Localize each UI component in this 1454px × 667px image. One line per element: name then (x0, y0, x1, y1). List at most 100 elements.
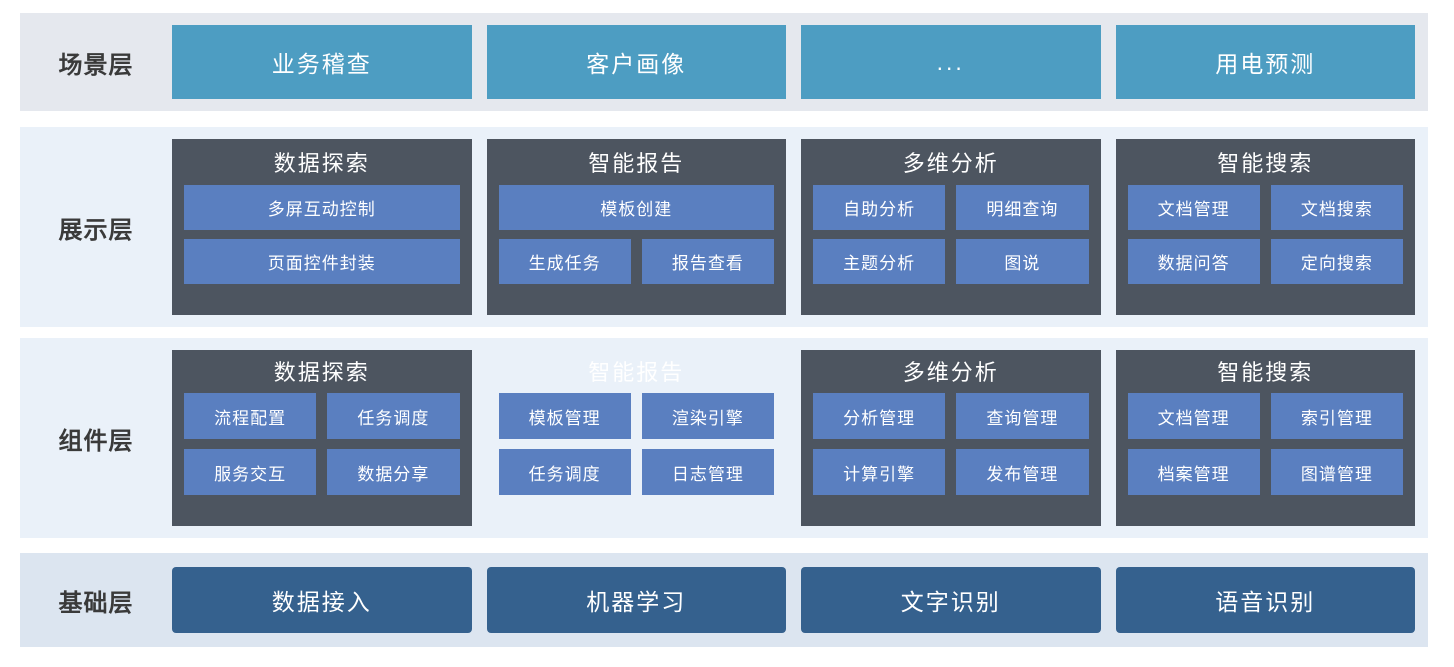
chip-row: 服务交互 数据分享 (184, 449, 460, 496)
scene-tile-business-audit[interactable]: 业务稽查 (172, 25, 472, 99)
base-tile-data-ingestion[interactable]: 数据接入 (172, 567, 472, 633)
chip-row: 主题分析 图说 (813, 239, 1089, 285)
chip-compute-engine[interactable]: 计算引擎 (813, 449, 946, 496)
scene-column: 客户画像 (486, 13, 786, 111)
chip-rows: 自助分析 明细查询 主题分析 图说 (813, 185, 1089, 301)
layer-band-scene: 场景层 业务稽查 客户画像 ... 用电预测 (20, 13, 1428, 111)
chip-data-sharing[interactable]: 数据分享 (327, 449, 460, 496)
group-title: 数据探索 (273, 151, 370, 176)
chip-page-widget-encapsulation[interactable]: 页面控件封装 (184, 239, 460, 285)
chip-row: 页面控件封装 (184, 239, 460, 285)
chip-multi-screen-control[interactable]: 多屏互动控制 (184, 185, 460, 231)
chip-row: 文档管理 文档搜索 (1127, 185, 1403, 231)
group-panel-smart-search[interactable]: 智能搜索 文档管理 索引管理 档案管理 图谱管理 (1115, 350, 1415, 526)
chip-service-interaction[interactable]: 服务交互 (184, 449, 317, 496)
chip-task-scheduling[interactable]: 任务调度 (327, 393, 460, 440)
component-column: 多维分析 分析管理 查询管理 计算引擎 发布管理 (801, 338, 1101, 538)
chip-detail-query[interactable]: 明细查询 (956, 185, 1089, 231)
group-title: 多维分析 (902, 360, 999, 385)
chip-rows: 文档管理 索引管理 档案管理 图谱管理 (1127, 393, 1403, 512)
chip-archive-management[interactable]: 档案管理 (1127, 449, 1260, 496)
layer-label-base: 基础层 (58, 589, 134, 617)
chip-row: 文档管理 索引管理 (1127, 393, 1403, 440)
group-panel-multidim-analysis[interactable]: 多维分析 分析管理 查询管理 计算引擎 发布管理 (801, 350, 1101, 526)
chip-document-management[interactable]: 文档管理 (1127, 185, 1260, 231)
chip-template-creation[interactable]: 模板创建 (498, 185, 774, 231)
chip-document-search[interactable]: 文档搜索 (1270, 185, 1403, 231)
group-title: 数据探索 (273, 360, 370, 385)
layer-label-scene: 场景层 (58, 51, 134, 79)
component-column: 智能报告 模板管理 渲染引擎 任务调度 日志管理 (487, 338, 787, 538)
component-column: 智能搜索 文档管理 索引管理 档案管理 图谱管理 (1115, 338, 1415, 538)
base-tile-speech-recognition[interactable]: 语音识别 (1115, 567, 1415, 633)
scene-tile-customer-profile[interactable]: 客户画像 (486, 25, 786, 99)
chip-graph-management[interactable]: 图谱管理 (1270, 449, 1403, 496)
group-panel-smart-report[interactable]: 智能报告 模板创建 生成任务 报告查看 (486, 139, 786, 315)
chip-rows: 流程配置 任务调度 服务交互 数据分享 (184, 393, 460, 512)
presentation-column: 智能搜索 文档管理 文档搜索 数据问答 定向搜索 (1115, 127, 1415, 327)
chip-topic-analysis[interactable]: 主题分析 (813, 239, 946, 285)
layer-band-base: 基础层 数据接入 机器学习 文字识别 语音识别 (20, 553, 1428, 647)
chip-document-management[interactable]: 文档管理 (1127, 393, 1260, 440)
group-title: 智能搜索 (1217, 151, 1314, 176)
chip-render-engine[interactable]: 渲染引擎 (641, 393, 774, 440)
chip-template-management[interactable]: 模板管理 (498, 393, 631, 440)
chip-row: 多屏互动控制 (184, 185, 460, 231)
chip-rows: 分析管理 查询管理 计算引擎 发布管理 (813, 393, 1089, 512)
scene-column: 用电预测 (1115, 13, 1415, 111)
base-tile-ocr[interactable]: 文字识别 (801, 567, 1101, 633)
layer-columns-scene: 业务稽查 客户画像 ... 用电预测 (172, 13, 1428, 111)
base-column: 文字识别 (801, 553, 1101, 647)
chip-rows: 多屏互动控制 页面控件封装 (184, 185, 460, 301)
chip-index-management[interactable]: 索引管理 (1270, 393, 1403, 440)
chip-row: 模板管理 渲染引擎 (498, 393, 774, 440)
scene-tile-more-ellipsis[interactable]: ... (801, 25, 1101, 99)
chip-process-config[interactable]: 流程配置 (184, 393, 317, 440)
chip-task-scheduling[interactable]: 任务调度 (498, 449, 631, 496)
chip-report-view[interactable]: 报告查看 (641, 239, 774, 285)
chip-log-management[interactable]: 日志管理 (641, 449, 774, 496)
layer-label-presentation: 展示层 (58, 216, 134, 244)
chip-query-management[interactable]: 查询管理 (956, 393, 1089, 440)
layer-band-component: 组件层 数据探索 流程配置 任务调度 服务交互 数据分享 (20, 338, 1428, 538)
chip-publish-management[interactable]: 发布管理 (956, 449, 1089, 496)
group-panel-smart-search[interactable]: 智能搜索 文档管理 文档搜索 数据问答 定向搜索 (1115, 139, 1415, 315)
layer-columns-base: 数据接入 机器学习 文字识别 语音识别 (172, 553, 1428, 647)
chip-row: 生成任务 报告查看 (498, 239, 774, 285)
base-column: 机器学习 (486, 553, 786, 647)
chip-self-service-analysis[interactable]: 自助分析 (813, 185, 946, 231)
chip-data-qa[interactable]: 数据问答 (1127, 239, 1260, 285)
chip-row: 档案管理 图谱管理 (1127, 449, 1403, 496)
layer-band-presentation: 展示层 数据探索 多屏互动控制 页面控件封装 (20, 127, 1428, 327)
presentation-column: 智能报告 模板创建 生成任务 报告查看 (486, 127, 786, 327)
base-column: 语音识别 (1115, 553, 1415, 647)
layer-columns-component: 数据探索 流程配置 任务调度 服务交互 数据分享 智能 (172, 338, 1428, 538)
scene-column: 业务稽查 (172, 13, 472, 111)
group-panel-data-exploration[interactable]: 数据探索 流程配置 任务调度 服务交互 数据分享 (172, 350, 472, 526)
chip-row: 数据问答 定向搜索 (1127, 239, 1403, 285)
chip-row: 分析管理 查询管理 (813, 393, 1089, 440)
group-title: 多维分析 (902, 151, 999, 176)
group-title: 智能搜索 (1217, 360, 1314, 385)
chip-rows: 模板管理 渲染引擎 任务调度 日志管理 (498, 393, 774, 512)
scene-tile-power-forecast[interactable]: 用电预测 (1115, 25, 1415, 99)
group-panel-smart-report[interactable]: 智能报告 模板管理 渲染引擎 任务调度 日志管理 (487, 350, 787, 526)
chip-row: 计算引擎 发布管理 (813, 449, 1089, 496)
group-panel-multidim-analysis[interactable]: 多维分析 自助分析 明细查询 主题分析 图说 (801, 139, 1101, 315)
chip-row: 任务调度 日志管理 (498, 449, 774, 496)
base-tile-machine-learning[interactable]: 机器学习 (486, 567, 786, 633)
group-panel-data-exploration[interactable]: 数据探索 多屏互动控制 页面控件封装 (172, 139, 472, 315)
group-title: 智能报告 (588, 360, 685, 385)
layer-label-component: 组件层 (58, 427, 134, 455)
presentation-column: 多维分析 自助分析 明细查询 主题分析 图说 (801, 127, 1101, 327)
chip-generate-task[interactable]: 生成任务 (498, 239, 631, 285)
layer-columns-presentation: 数据探索 多屏互动控制 页面控件封装 智能报告 (172, 127, 1428, 327)
chip-row: 模板创建 (498, 185, 774, 231)
chip-analysis-management[interactable]: 分析管理 (813, 393, 946, 440)
chip-targeted-search[interactable]: 定向搜索 (1270, 239, 1403, 285)
presentation-column: 数据探索 多屏互动控制 页面控件封装 (172, 127, 472, 327)
chip-chart-narrative[interactable]: 图说 (956, 239, 1089, 285)
chip-row: 流程配置 任务调度 (184, 393, 460, 440)
component-column: 数据探索 流程配置 任务调度 服务交互 数据分享 (172, 338, 472, 538)
